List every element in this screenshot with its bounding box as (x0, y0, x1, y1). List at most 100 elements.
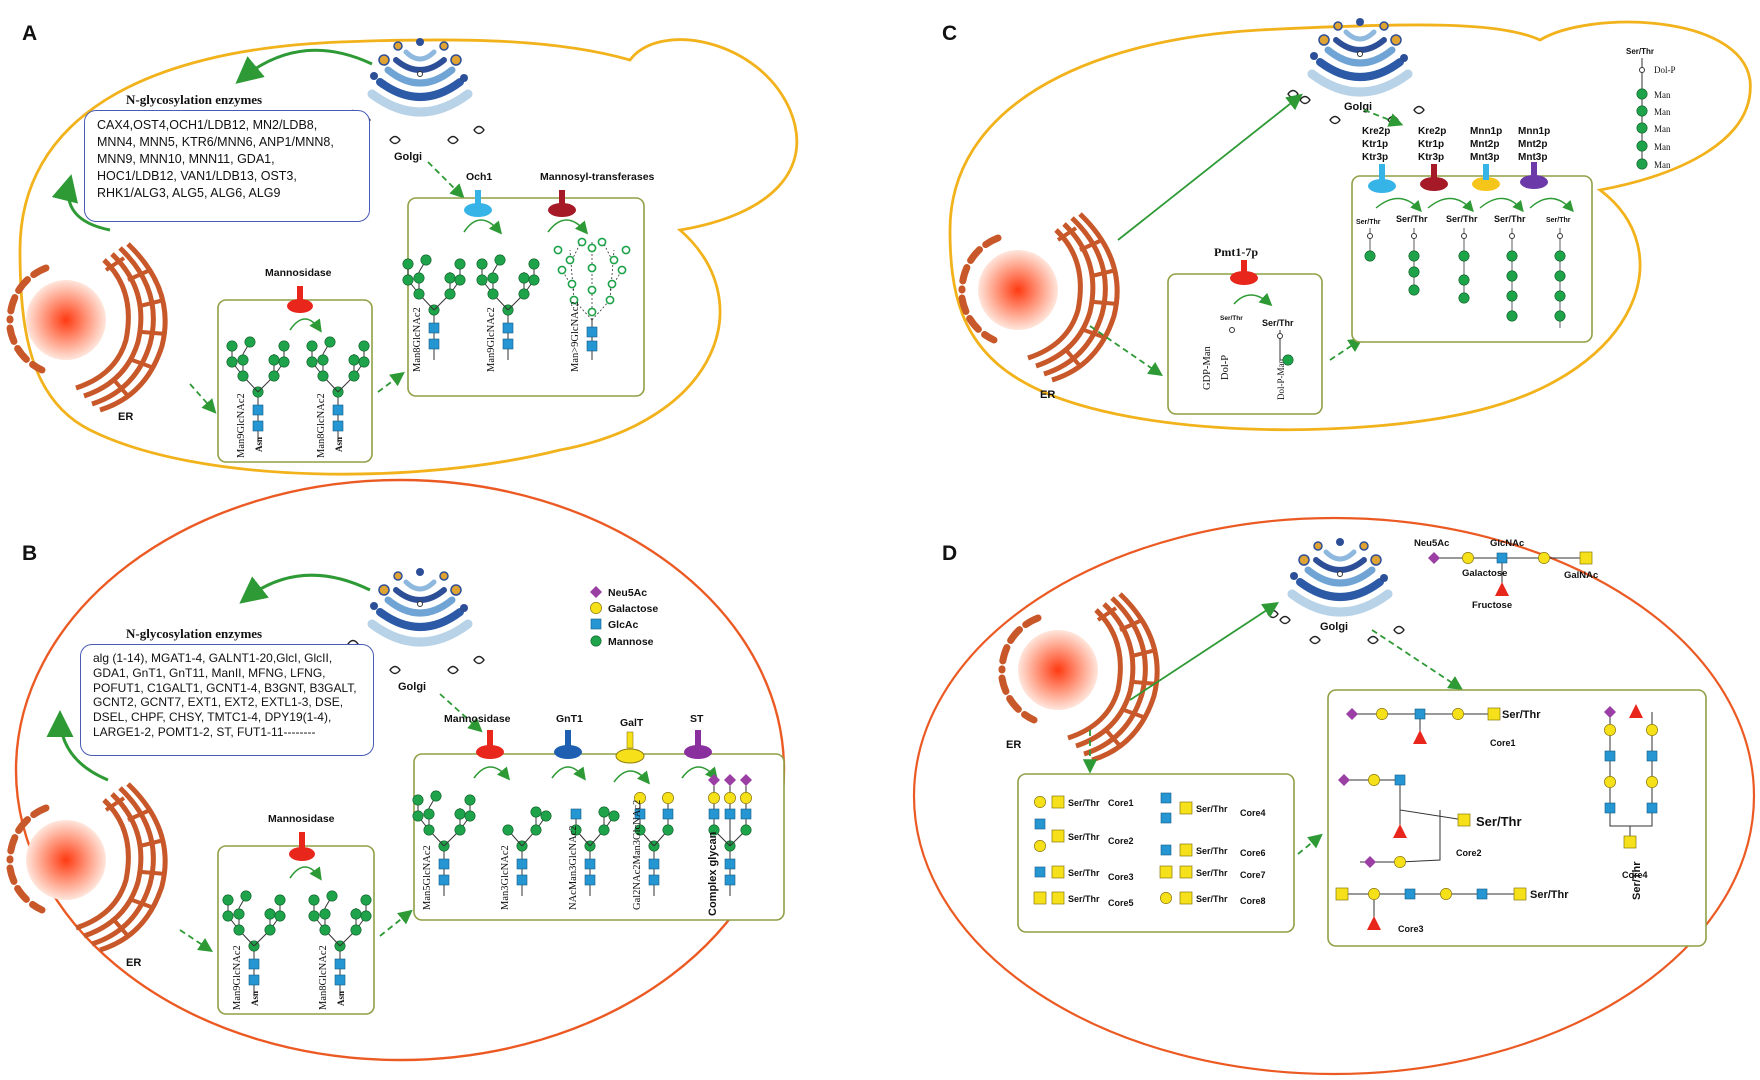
panel-letter-b: B (22, 542, 37, 565)
svg-text:Ser/Thr: Ser/Thr (1196, 894, 1228, 904)
svg-text:Core8: Core8 (1240, 896, 1266, 906)
svg-text:Kre2p: Kre2p (1362, 126, 1390, 137)
cell-outline-d (912, 516, 1756, 1076)
svg-text:Mnt2p: Mnt2p (1518, 139, 1547, 150)
er-box-b (217, 845, 375, 1015)
svg-text:Ser/Thr: Ser/Thr (1530, 889, 1569, 901)
yeast-cell-c (948, 20, 1752, 432)
svg-text:ER: ER (1006, 739, 1021, 751)
enzymes-box-b: alg (1-14), MGAT1-4, GALNT1-20,GlcI, Glc… (80, 644, 374, 756)
svg-text:Man: Man (1654, 90, 1671, 100)
svg-text:Dol-P: Dol-P (1220, 355, 1231, 380)
panel-letter-a: A (22, 22, 37, 45)
svg-text:Ser/Thr: Ser/Thr (1068, 832, 1100, 842)
svg-text:Neu5Ac: Neu5Ac (1414, 538, 1449, 549)
svg-text:Fructose: Fructose (1472, 600, 1512, 611)
core-list-right: Ser/Thr Core4 Ser/Thr Core6 Ser/Thr Core… (1159, 792, 1266, 906)
svg-text:Man: Man (1654, 107, 1671, 117)
golgi-box-b (413, 753, 785, 921)
svg-text:Golgi: Golgi (398, 681, 426, 693)
och1-label: Och1 (466, 171, 492, 183)
svg-text:Ser/Thr: Ser/Thr (1068, 868, 1100, 878)
svg-text:Ktr1p: Ktr1p (1362, 139, 1388, 150)
svg-text:Ser/Thr: Ser/Thr (1396, 214, 1428, 224)
svg-text:Man>9GlcNAc2: Man>9GlcNAc2 (570, 301, 581, 372)
svg-text:NAcMan3GlcNAc2: NAcMan3GlcNAc2 (568, 825, 579, 910)
svg-text:ST: ST (690, 713, 704, 725)
glycan-label-a-left: Man9GlcNAc2 (236, 393, 247, 458)
svg-text:N-glycosylation enzymes: N-glycosylation enzymes (126, 626, 262, 641)
svg-text:Ser/Thr: Ser/Thr (1196, 804, 1228, 814)
svg-text:GlcNAc: GlcNAc (1490, 538, 1524, 549)
svg-text:Mannose: Mannose (608, 636, 654, 648)
yeast-cell-a (18, 38, 799, 476)
svg-text:Ser/Thr: Ser/Thr (1502, 709, 1541, 721)
svg-text:Core1: Core1 (1490, 738, 1516, 748)
svg-text:Kre2p: Kre2p (1418, 126, 1446, 137)
svg-text:GlcAc: GlcAc (608, 619, 639, 631)
svg-text:Asn: Asn (254, 437, 264, 452)
svg-text:Ser/Thr: Ser/Thr (1631, 861, 1643, 900)
svg-text:Ser/Thr: Ser/Thr (1262, 318, 1294, 328)
panel-letter-d: D (942, 542, 957, 565)
core3-detail: Ser/Thr Core3 (1335, 887, 1569, 934)
svg-text:Ser/Thr: Ser/Thr (1068, 798, 1100, 808)
svg-text:Ser/Thr: Ser/Thr (1196, 846, 1228, 856)
er-icon (10, 784, 166, 950)
svg-text:Pmt1-7p: Pmt1-7p (1214, 245, 1258, 259)
svg-text:Core3: Core3 (1398, 924, 1424, 934)
svg-text:Asn: Asn (336, 991, 346, 1006)
panel-c: C ER Golgi Pmt1-7p Ser/Thr Ser/Thr GDP-M… (942, 18, 1752, 432)
svg-text:Asn: Asn (250, 991, 260, 1006)
core-list-left: Ser/Thr Core1 Ser/Thr Core2 Ser/Thr Core… (1033, 795, 1134, 908)
svg-text:Mnt2p: Mnt2p (1470, 139, 1499, 150)
legend-d: Neu5Ac GlcNAc Galactose Fructose GalNAc (1414, 538, 1598, 611)
svg-text:Man5GlcNAc2: Man5GlcNAc2 (422, 845, 433, 910)
svg-text:Core6: Core6 (1240, 848, 1266, 858)
mannosyl-transferases-label: Mannosyl-transferases (540, 171, 655, 183)
svg-text:Galactose: Galactose (608, 603, 658, 615)
svg-text:Ktr1p: Ktr1p (1418, 139, 1444, 150)
svg-text:Ktr3p: Ktr3p (1418, 152, 1444, 163)
svg-text:Core3: Core3 (1108, 872, 1134, 882)
er-icon (962, 214, 1118, 380)
svg-text:Mnn1p: Mnn1p (1518, 126, 1550, 137)
core1-detail: Ser/Thr Core1 (1346, 707, 1541, 748)
cores-box-left (1017, 773, 1295, 933)
svg-text:GDP-Man: GDP-Man (1202, 346, 1213, 390)
golgi-label: Golgi (394, 151, 422, 163)
svg-text:Ser/Thr: Ser/Thr (1068, 894, 1100, 904)
svg-text:Core5: Core5 (1108, 898, 1134, 908)
svg-text:Man: Man (1654, 124, 1671, 134)
panel-a: A ER Golgi N-glycosylation enzymes Manno… (10, 22, 799, 476)
enzymes-title-a: N-glycosylation enzymes (126, 92, 262, 107)
legend-c: Ser/Thr Dol-P Man Man Man Man Man (1626, 47, 1676, 170)
svg-text:Gal2NAc2Man3GlcNAc2: Gal2NAc2Man3GlcNAc2 (632, 800, 643, 910)
svg-text:Man3GlcNAc2: Man3GlcNAc2 (500, 845, 511, 910)
svg-text:Ktr3p: Ktr3p (1362, 152, 1388, 163)
svg-text:Ser/Thr: Ser/Thr (1546, 217, 1571, 224)
svg-text:Ser/Thr: Ser/Thr (1626, 47, 1654, 56)
panel-letter-c: C (942, 22, 957, 45)
svg-text:Man9GlcNAc2: Man9GlcNAc2 (232, 945, 243, 1010)
panel-b: B ER Golgi N-glycosylation enzymes Neu5A… (10, 478, 786, 1062)
pmt-box (1167, 273, 1323, 415)
svg-text:Ser/Thr: Ser/Thr (1476, 814, 1522, 829)
mannosidase-label-a: Mannosidase (265, 267, 332, 279)
enzymes-box-a: CAX4,OST4,OCH1/LDB12, MN2/LDB8, MNN4, MN… (84, 110, 370, 222)
svg-text:Ser/Thr: Ser/Thr (1494, 214, 1526, 224)
svg-text:Galactose: Galactose (1462, 568, 1507, 579)
svg-text:Asn: Asn (334, 437, 344, 452)
svg-text:Mnn1p: Mnn1p (1470, 126, 1502, 137)
svg-text:Man8GlcNAc2: Man8GlcNAc2 (412, 307, 423, 372)
svg-text:Complex glycan: Complex glycan (707, 831, 719, 916)
svg-text:Core4: Core4 (1622, 870, 1648, 880)
svg-text:Mnt3p: Mnt3p (1518, 152, 1547, 163)
svg-text:GalNAc: GalNAc (1564, 570, 1598, 581)
svg-text:Dol-P: Dol-P (1654, 65, 1676, 75)
svg-text:Neu5Ac: Neu5Ac (608, 587, 647, 599)
svg-text:Ser/Thr: Ser/Thr (1446, 214, 1478, 224)
svg-text:Ser/Thr: Ser/Thr (1356, 219, 1381, 226)
svg-text:ER: ER (126, 957, 141, 969)
